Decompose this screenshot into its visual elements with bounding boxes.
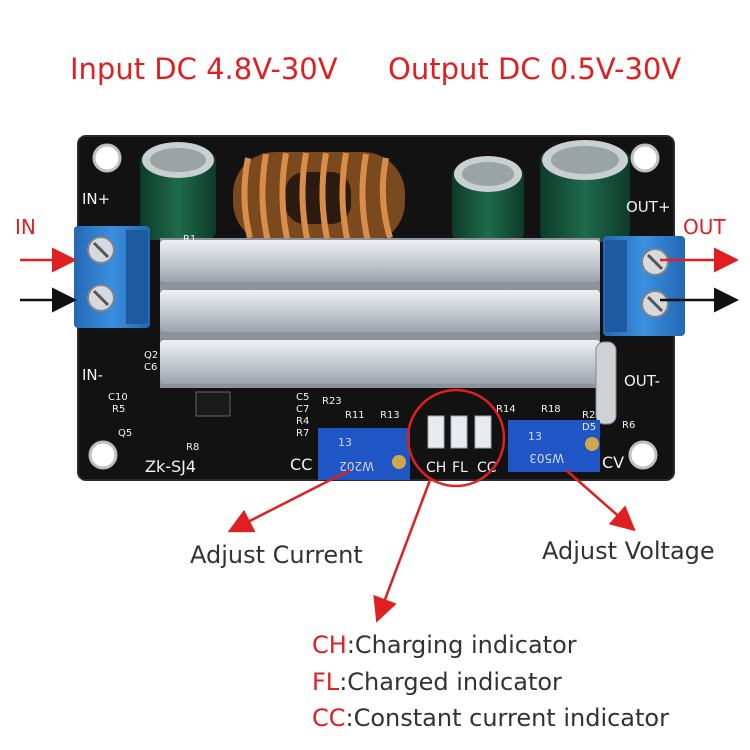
- silk-ref: R4: [296, 416, 309, 427]
- legend-abbr-ch: CH: [312, 631, 347, 659]
- aluminium-heatsink: [160, 238, 600, 388]
- silk-ref: R5: [112, 404, 125, 415]
- legend-abbr-cc: CC: [312, 704, 346, 732]
- silk-ref: Q5: [118, 428, 132, 439]
- silk-in-minus: IN-: [82, 366, 103, 384]
- voltage-potentiometer: 13 W503: [508, 420, 600, 472]
- pot-code-right: W503: [529, 451, 564, 465]
- silk-model: Zk-SJ4: [145, 457, 196, 476]
- led-highlight-circle: [406, 388, 506, 488]
- legend-charged: FL:Charged indicator: [312, 668, 562, 696]
- input-spec-label: Input DC 4.8V-30V: [70, 52, 338, 86]
- output-terminal-block: [603, 236, 685, 336]
- silk-ref: R1: [183, 234, 196, 245]
- indicator-leds: [427, 415, 492, 449]
- electrolytic-capacitor-mid: [452, 156, 524, 242]
- silk-ref: R13: [380, 410, 400, 421]
- ic-chip: [195, 391, 231, 417]
- toroid-inductor: [233, 152, 405, 244]
- legend-constant-current: CC:Constant current indicator: [312, 704, 669, 732]
- silk-ch: CH: [426, 460, 446, 476]
- mounting-holes: [88, 143, 660, 470]
- silk-fl: FL: [452, 460, 468, 476]
- silk-ref: R8: [186, 442, 199, 453]
- indicator-arrow: [373, 479, 432, 623]
- silk-ref: D5: [582, 422, 596, 433]
- adjust-voltage-arrow: [565, 469, 636, 532]
- electrolytic-capacitor-left: [140, 142, 216, 240]
- legend-text-ch: :Charging indicator: [346, 631, 577, 659]
- silk-ref: C5: [296, 392, 309, 403]
- in-label: IN: [15, 215, 36, 239]
- adjust-voltage-label: Adjust Voltage: [542, 537, 715, 565]
- silk-out-plus: OUT+: [626, 198, 671, 216]
- adjust-current-label: Adjust Current: [190, 541, 363, 569]
- silk-ref: R11: [345, 410, 365, 421]
- pot-code-left: W202: [339, 459, 374, 473]
- silk-ref: R18: [541, 404, 561, 415]
- power-diode: [595, 341, 617, 425]
- silk-out-minus: OUT-: [624, 372, 660, 390]
- silk-ref: R2: [582, 410, 595, 421]
- silk-ref: C10: [108, 392, 128, 403]
- pot-number-left: 13: [338, 436, 352, 449]
- silk-ref: R7: [296, 428, 309, 439]
- legend-charging: CH:Charging indicator: [312, 631, 577, 659]
- silk-ref: C7: [296, 404, 309, 415]
- silk-in-plus: IN+: [82, 190, 110, 208]
- adjust-current-arrow: [227, 468, 351, 533]
- current-potentiometer: 13 W202: [318, 428, 410, 480]
- out-label: OUT: [683, 215, 726, 239]
- legend-text-fl: :Charged indicator: [339, 668, 562, 696]
- electrolytic-capacitor-right: [540, 140, 630, 242]
- output-spec-label: Output DC 0.5V-30V: [388, 52, 682, 86]
- silk-ref: C6: [144, 362, 157, 373]
- silk-ref: Q2: [144, 350, 158, 361]
- legend-text-cc: :Constant current indicator: [345, 704, 669, 732]
- silk-ref: R6: [622, 420, 635, 431]
- silk-ref: R14: [496, 404, 516, 415]
- silk-cc-led: CC: [477, 460, 497, 476]
- silk-ref: R23: [322, 396, 342, 407]
- silk-cv: CV: [602, 453, 624, 472]
- input-terminal-block: [74, 226, 150, 328]
- legend-abbr-fl: FL: [312, 668, 340, 696]
- pot-number-right: 13: [528, 430, 542, 443]
- silk-cc: CC: [290, 455, 312, 474]
